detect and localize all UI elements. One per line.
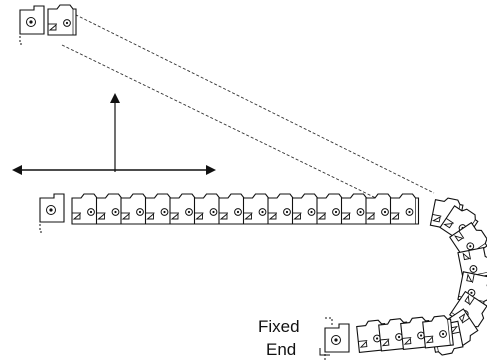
chain-link [95,193,126,225]
chain-link [242,193,273,225]
chain-link [365,193,395,225]
chain-link [340,193,371,225]
chain-link [120,193,150,225]
fixed-label: Fixed [258,317,300,336]
chain-link [218,193,248,225]
fixed-end-bracket [319,317,350,361]
chain-link [389,193,420,225]
chain-link [169,193,199,225]
chain-link [421,314,454,349]
chain-link [144,193,175,225]
dashed-envelope-top [61,7,435,194]
lower-chain-run [355,314,454,353]
end-label: End [266,340,297,359]
chain-link [291,193,322,225]
chain-link [193,193,224,225]
dashed-envelope-bottom [61,44,381,201]
chain-link [71,193,101,225]
moving-end-top [19,4,77,45]
chain-link [267,193,297,225]
chain-link [316,193,346,225]
upper-run-end-bracket [39,193,65,233]
upper-chain-run [71,193,420,225]
